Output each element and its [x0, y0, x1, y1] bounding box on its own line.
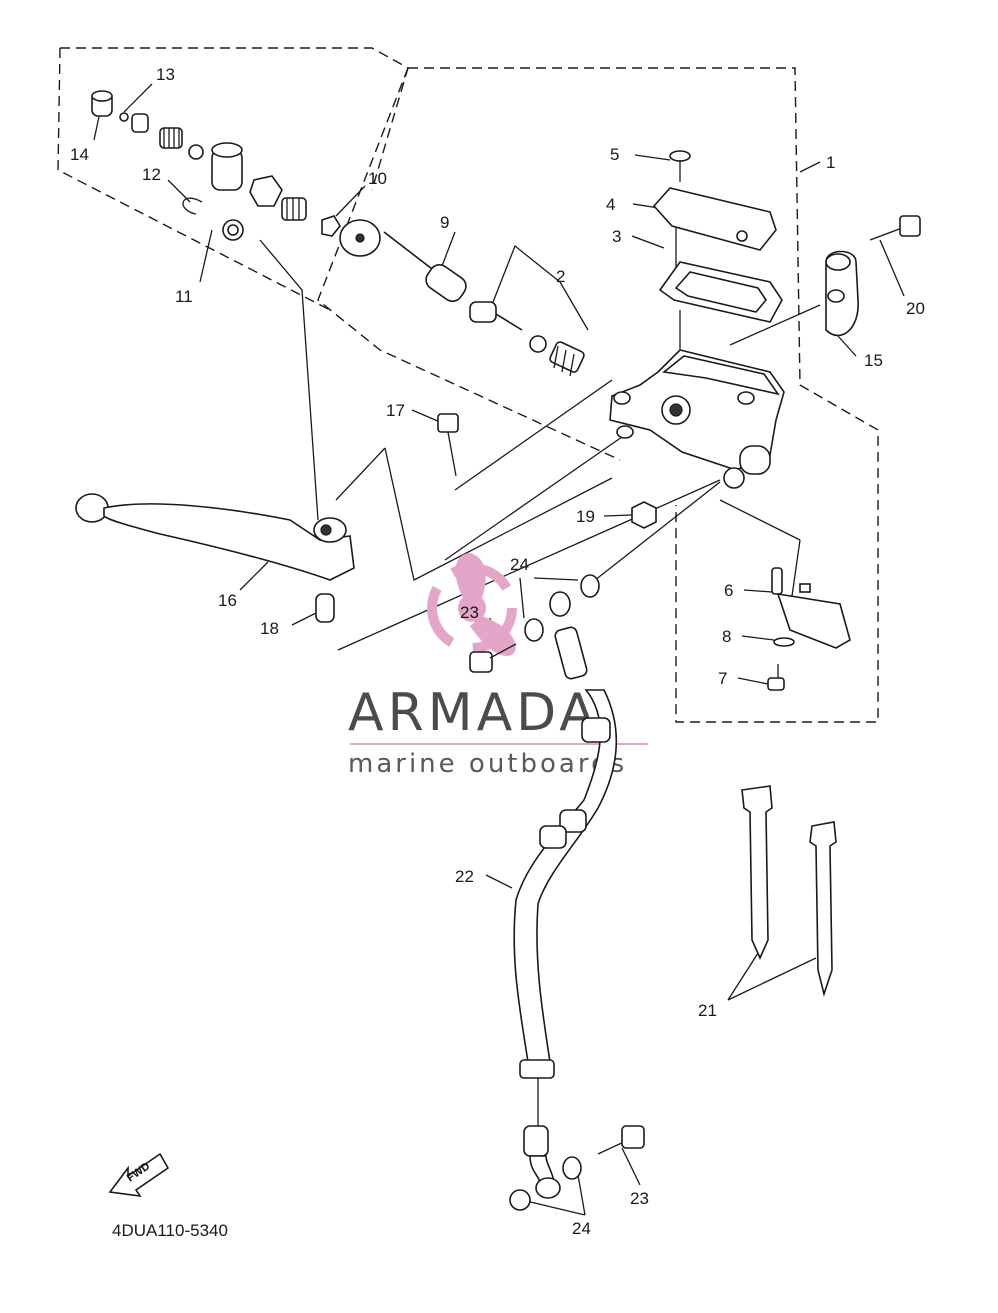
callout-20: 20	[906, 299, 925, 318]
callout-19: 19	[576, 507, 595, 526]
propeller-icon	[427, 553, 517, 656]
callout-13: 13	[156, 65, 175, 84]
lever-kit-boundary	[60, 47, 409, 191]
part-20-bolt	[869, 215, 921, 241]
part-10-boot	[321, 215, 381, 257]
master-cylinder-boundary	[408, 67, 879, 723]
callout-18: 18	[260, 619, 279, 638]
watermark-logo: ARMADA marine outboards	[348, 553, 648, 779]
part-3-diaphragm	[658, 261, 783, 323]
callout-4: 4	[606, 195, 615, 214]
callout-22: 22	[455, 867, 474, 886]
fwd-arrow-icon: FWD	[108, 1152, 170, 1198]
callout-23-bottom: 23	[630, 1189, 649, 1208]
callout-12: 12	[142, 165, 161, 184]
master-cylinder-body	[609, 349, 785, 489]
callout-6: 6	[724, 581, 733, 600]
part-5-screw	[669, 150, 691, 182]
part-23-banjo-bolt-bottom	[597, 1125, 645, 1155]
callout-14: 14	[70, 145, 89, 164]
part-2-piston-kit	[469, 301, 585, 377]
part-12-circlip	[182, 197, 203, 215]
callout-8: 8	[722, 627, 731, 646]
part-23-banjo-bolt-top	[469, 643, 517, 673]
part-17-bolt	[437, 413, 459, 477]
part-18-collar	[315, 593, 335, 623]
part-8-washer	[773, 637, 795, 647]
watermark-brand: ARMADA	[348, 683, 599, 743]
assembly-boundaries	[57, 47, 879, 723]
piston-kit-boundary	[317, 67, 621, 461]
callout-23-top: 23	[460, 603, 479, 622]
callout-labels: 1 2 3 4 5 6 7 8 9 10 11 12 13 14 15 16 1…	[70, 65, 925, 1238]
part-9-push-rod	[383, 231, 467, 302]
part-15-holder	[825, 250, 859, 337]
part-4-cap-hole	[736, 230, 748, 242]
part-16-lever	[75, 493, 355, 581]
part-11-adjuster	[211, 142, 244, 241]
part-24-washer-mid	[524, 618, 544, 642]
part-lever-spring	[159, 127, 204, 160]
part-14-cap	[91, 90, 113, 117]
callout-17: 17	[386, 401, 405, 420]
part-24-washer-bottom-b	[509, 1189, 531, 1211]
part-6-switch	[771, 567, 851, 649]
callout-15: 15	[864, 351, 883, 370]
part-24-washer-bottom-a	[562, 1156, 582, 1180]
part-7-screw	[767, 664, 785, 691]
part-19-nut	[631, 501, 657, 529]
callout-7: 7	[718, 669, 727, 688]
part-4-reservoir-cap	[652, 187, 777, 251]
part-21-cable-ties	[741, 785, 837, 997]
part-13-nut	[119, 112, 149, 133]
part-adjuster-nut	[249, 175, 307, 221]
callout-9: 9	[440, 213, 449, 232]
callout-10: 10	[368, 169, 387, 188]
diagram-code: 4DUA110-5340	[112, 1221, 228, 1240]
callout-1: 1	[826, 153, 835, 172]
callout-24-top: 24	[510, 555, 529, 574]
part-22-brake-hose	[513, 591, 618, 1199]
callout-16: 16	[218, 591, 237, 610]
part-24-washer-top	[580, 574, 600, 598]
watermark-tagline: marine outboards	[348, 749, 627, 779]
callout-5: 5	[610, 145, 619, 164]
lever-kit-boundary-left	[57, 47, 331, 311]
parts: FWD	[75, 90, 921, 1211]
callout-21: 21	[698, 1001, 717, 1020]
callout-11: 11	[175, 287, 193, 306]
callout-3: 3	[612, 227, 621, 246]
callout-24-bottom: 24	[572, 1219, 591, 1238]
callout-2: 2	[556, 267, 565, 286]
